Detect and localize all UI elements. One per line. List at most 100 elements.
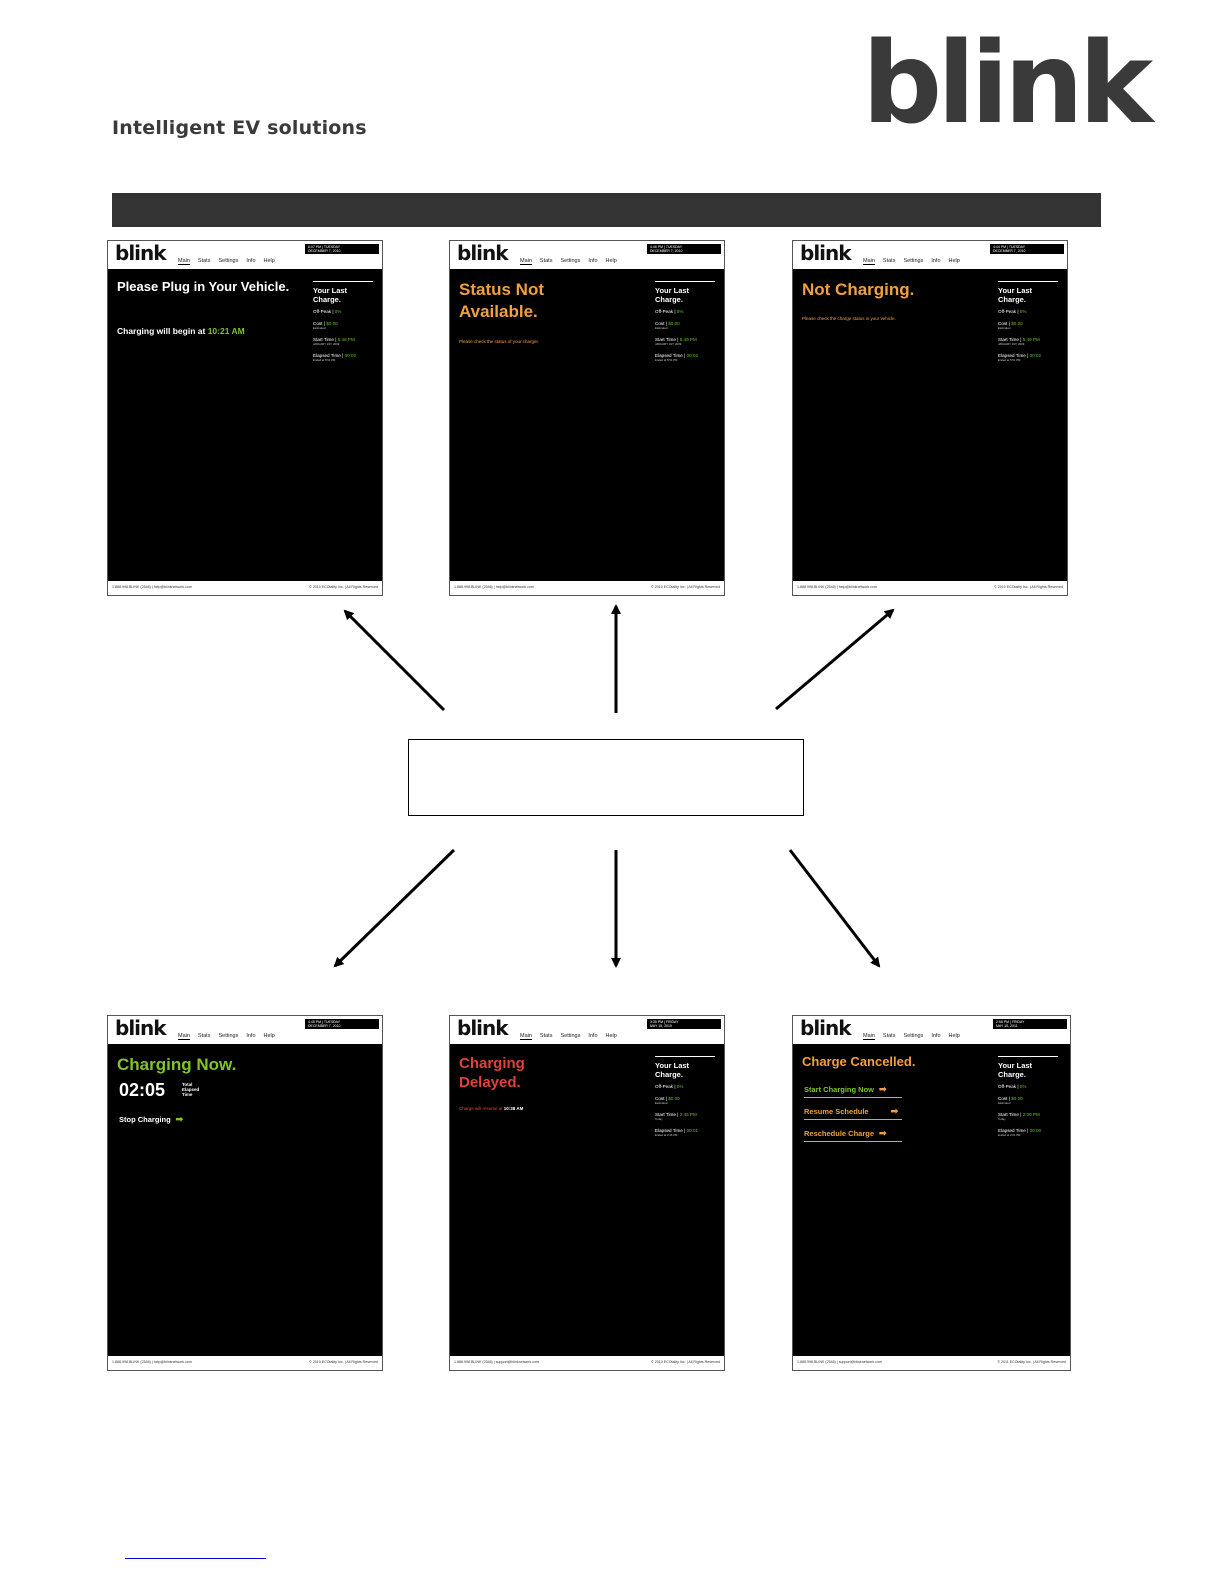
start-charging-now-button[interactable]: Start Charging Now➡	[804, 1084, 887, 1095]
screen-nav: Main Stats Settings Info Help	[178, 258, 275, 265]
screen-footer: 1.888.998.BLINK (2546) | help@blinknetwo…	[793, 581, 1067, 595]
date-line-2: DECEMBER 7, 2010	[650, 249, 683, 253]
date-line-1: 4:45 PM | TUESDAY	[308, 1020, 341, 1024]
footer-copyright: © 2011 ECOtality Inc. | All Rights Reser…	[997, 1360, 1066, 1364]
screen-not-charging: blink Main Stats Settings Info Help 4:44…	[792, 240, 1068, 596]
screen-nav: Main Stats Settings Info Help	[178, 1033, 275, 1040]
message-prefix: Charging will begin at	[117, 326, 206, 336]
nav-help[interactable]: Help	[948, 1033, 960, 1039]
nav-stats[interactable]: Stats	[539, 258, 553, 264]
off-peak-value: 0%	[676, 309, 684, 314]
nav-main[interactable]: Main	[863, 258, 875, 265]
screen-footer: 1.888.998.BLINK (2546) | help@blinknetwo…	[450, 581, 724, 595]
nav-info[interactable]: Info	[588, 258, 598, 264]
elapsed-value: 00:00	[1029, 1128, 1042, 1133]
date-line-1: 2:58 PM | FRIDAY	[996, 1020, 1025, 1024]
off-peak-row: Off-Peak | 0%	[655, 1084, 683, 1089]
start-charging-label: Start Charging Now	[804, 1085, 875, 1094]
date-badge: 2:58 PM | FRIDAY MAY 15, 2011	[993, 1019, 1067, 1029]
nav-help[interactable]: Help	[263, 1033, 275, 1039]
screen-footer: 1.888.998.BLINK (2546) | help@blinknetwo…	[108, 581, 382, 595]
footer-contact: 1.888.998.BLINK (2546) | support@blinkne…	[797, 1360, 883, 1364]
date-badge: 3:35 PM | FRIDAY MAY 15, 2010	[647, 1019, 721, 1029]
nav-settings[interactable]: Settings	[560, 1033, 581, 1039]
nav-stats[interactable]: Stats	[197, 1033, 211, 1039]
nav-help[interactable]: Help	[263, 258, 275, 264]
screen-footer: 1.888.998.BLINK (2546) | help@blinknetwo…	[108, 1356, 382, 1370]
footnote-rule	[125, 1558, 266, 1559]
nav-settings[interactable]: Settings	[560, 258, 581, 264]
screen-header: blink Main Stats Settings Info Help 6:07…	[108, 241, 382, 269]
elapsed-label: Elapsed Time |	[998, 1128, 1029, 1133]
nav-info[interactable]: Info	[588, 1033, 598, 1039]
last-charge-title: Your Last Charge.	[998, 1056, 1058, 1079]
nav-main[interactable]: Main	[520, 258, 532, 265]
footer-contact: 1.888.998.BLINK (2546) | support@blinkne…	[454, 1360, 540, 1364]
screen-charging-delayed: blink Main Stats Settings Info Help 3:35…	[449, 1015, 725, 1371]
nav-help[interactable]: Help	[948, 258, 960, 264]
nav-stats[interactable]: Stats	[539, 1033, 553, 1039]
date-badge: 6:07 PM | TUESDAY DECEMBER 7, 2010	[305, 244, 379, 254]
date-line-1: 6:07 PM | TUESDAY	[308, 245, 341, 249]
screen-logo: blink	[800, 1016, 852, 1040]
nav-stats[interactable]: Stats	[882, 1033, 896, 1039]
nav-info[interactable]: Info	[931, 1033, 941, 1039]
reschedule-charge-button[interactable]: Reschedule Charge➡	[804, 1128, 887, 1139]
cost-value: $0.00	[1011, 1096, 1023, 1101]
nav-info[interactable]: Info	[246, 258, 256, 264]
nav-settings[interactable]: Settings	[903, 258, 924, 264]
nav-info[interactable]: Info	[931, 258, 941, 264]
stop-charging-button[interactable]: Stop Charging➡	[119, 1114, 183, 1125]
elapsed-sub: Ended at 2:46 PM	[655, 1133, 678, 1137]
screen-logo: blink	[115, 241, 167, 265]
start-value: 2:00 PM	[1022, 1112, 1040, 1117]
arrow-right-icon: ➡	[175, 1114, 184, 1124]
footer-copyright: © 2010 ECOtality Inc. | All Rights Reser…	[651, 1360, 720, 1364]
screen-logo: blink	[457, 241, 509, 265]
nav-info[interactable]: Info	[246, 1033, 256, 1039]
off-peak-value: 0%	[334, 309, 342, 314]
screen-main-panel: Charging Now. 02:05 Total Elapsed Time S…	[110, 1046, 381, 1354]
cost-sub: Estimated	[655, 326, 668, 330]
date-line-2: DECEMBER 7, 2010	[993, 249, 1026, 253]
off-peak-label: Off-Peak |	[313, 309, 334, 314]
status-message: Please check the status of your charger.	[459, 339, 540, 344]
last-charge-title: Your Last Charge.	[998, 281, 1058, 304]
date-badge: 4:44 PM | TUESDAY DECEMBER 7, 2010	[990, 244, 1064, 254]
date-badge: 4:45 PM | TUESDAY DECEMBER 7, 2010	[305, 1019, 379, 1029]
divider	[804, 1097, 902, 1098]
nav-main[interactable]: Main	[178, 1033, 190, 1040]
arrow-to-cancelled	[788, 849, 881, 968]
screen-footer: 1.888.998.BLINK (2546) | support@blinkne…	[450, 1356, 724, 1370]
nav-stats[interactable]: Stats	[882, 258, 896, 264]
elapsed-sub: Ended at 5:51 PM	[655, 358, 678, 362]
elapsed-sub: Ended at 5:51 PM	[998, 358, 1021, 362]
nav-main[interactable]: Main	[863, 1033, 875, 1040]
nav-main[interactable]: Main	[520, 1033, 532, 1040]
nav-main[interactable]: Main	[178, 258, 190, 265]
cost-label: Cost |	[655, 321, 667, 326]
elapsed-timer: 02:05	[119, 1080, 166, 1100]
nav-help[interactable]: Help	[605, 258, 617, 264]
nav-stats[interactable]: Stats	[197, 258, 211, 264]
nav-settings[interactable]: Settings	[218, 258, 239, 264]
message-time: 10:38 AM	[503, 1106, 524, 1111]
status-headline: Status Not Available.	[459, 280, 544, 321]
nav-settings[interactable]: Settings	[903, 1033, 924, 1039]
off-peak-row: Off-Peak | 0%	[998, 309, 1026, 314]
cost-sub: Estimated	[313, 326, 326, 330]
nav-help[interactable]: Help	[605, 1033, 617, 1039]
resume-schedule-button[interactable]: Resume Schedule➡	[804, 1106, 898, 1117]
off-peak-label: Off-Peak |	[655, 309, 676, 314]
cost-value: $0.00	[668, 321, 680, 326]
off-peak-value: 0%	[676, 1084, 684, 1089]
nav-settings[interactable]: Settings	[218, 1033, 239, 1039]
